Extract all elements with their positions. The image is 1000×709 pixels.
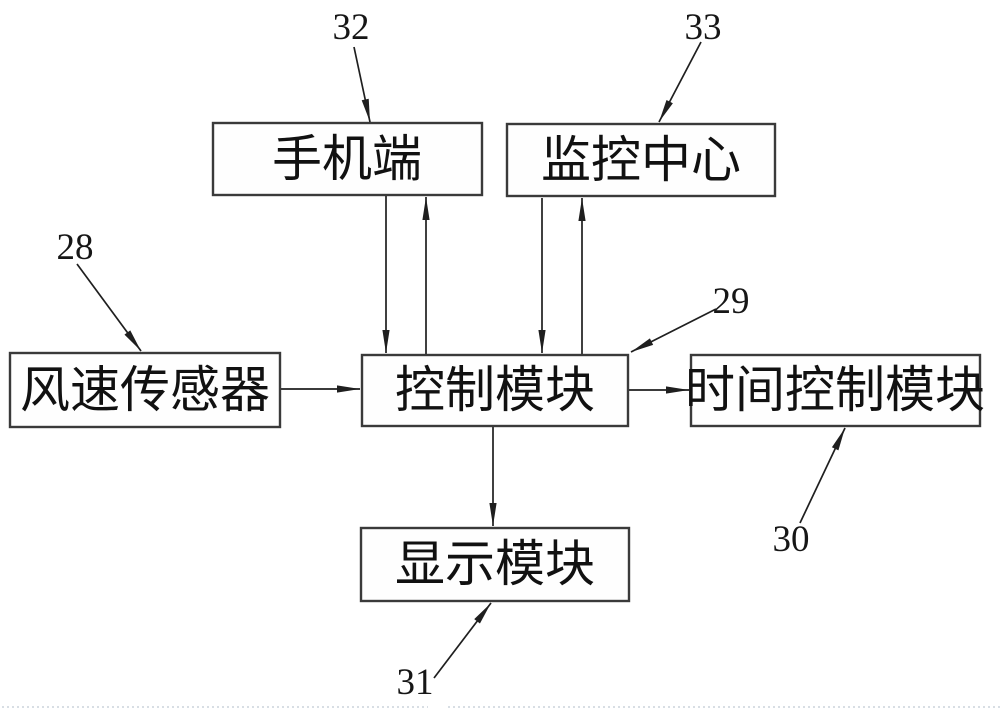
mobile-label: 手机端 [272, 131, 422, 187]
ref-33-leader-arrow [658, 41, 702, 123]
ref-30-label: 30 [773, 519, 810, 560]
ref-28: 28 [57, 227, 142, 352]
node-display-module: 显示模块 [359, 526, 631, 603]
monitor-center-label: 监控中心 [541, 132, 741, 188]
node-control-module: 控制模块 [360, 353, 630, 428]
ref-29-label: 29 [713, 281, 750, 322]
time-control-module-box [689, 353, 982, 428]
display-module-label: 显示模块 [395, 536, 595, 592]
ref-30-leader-arrow [799, 427, 846, 524]
node-monitor-center: 监控中心 [505, 122, 777, 198]
ref-32-label: 32 [333, 7, 370, 48]
ref-33-label: 33 [685, 7, 722, 48]
ref-32-leader-arrow [353, 46, 371, 123]
ref-29-leader-arrow [630, 308, 717, 353]
ref-28-label: 28 [57, 227, 94, 268]
control-module-box [360, 353, 630, 428]
ref-32: 32 [333, 7, 371, 123]
control-module-label: 控制模块 [395, 362, 595, 418]
ref-30: 30 [773, 427, 846, 560]
time-control-module-label: 时间控制模块 [685, 362, 985, 418]
display-module-box [359, 526, 631, 603]
ref-28-leader-arrow [76, 263, 142, 352]
ref-31: 31 [397, 602, 492, 703]
wind-sensor-box [8, 351, 282, 429]
mobile-box [211, 121, 484, 197]
ref-29: 29 [630, 281, 750, 353]
ref-31-label: 31 [397, 662, 434, 703]
edges [281, 196, 689, 526]
wind-sensor-label: 风速传感器 [20, 362, 270, 418]
node-wind-sensor: 风速传感器 [8, 351, 282, 429]
ref-31-leader-arrow [433, 602, 492, 679]
monitor-center-box [505, 122, 777, 198]
node-time-control-module: 时间控制模块 [685, 353, 985, 428]
ref-33: 33 [658, 7, 722, 123]
node-mobile: 手机端 [211, 121, 484, 197]
